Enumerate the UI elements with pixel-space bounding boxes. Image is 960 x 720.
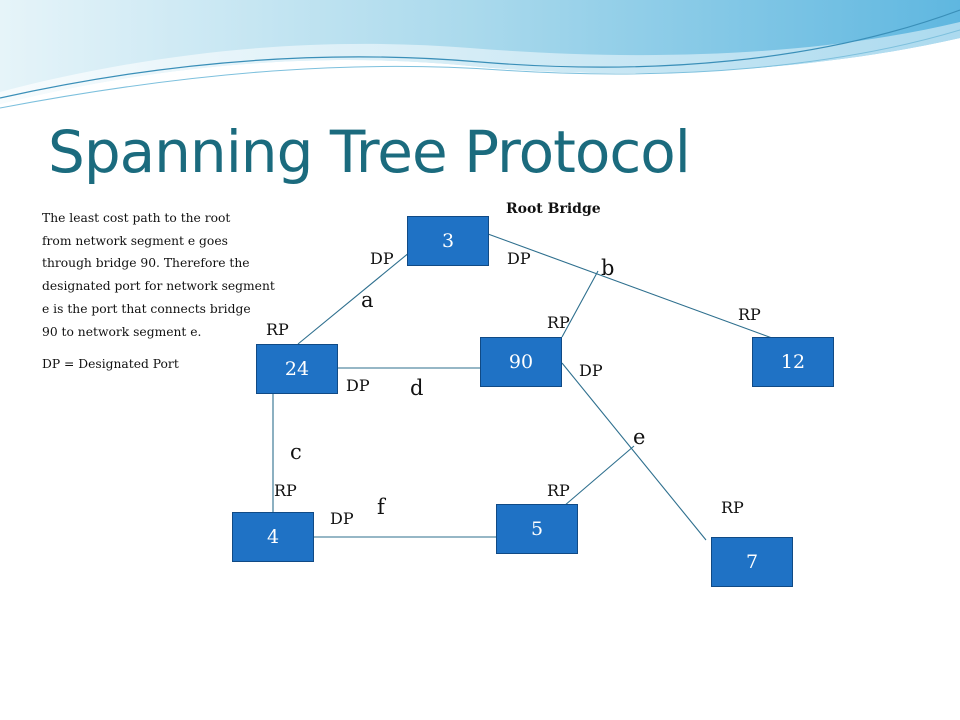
- port-label: RP: [721, 498, 744, 517]
- port-label: RP: [547, 481, 570, 500]
- description-line: 90 to network segment e.: [42, 324, 202, 339]
- port-label: DP: [507, 249, 531, 268]
- link-90-7: [561, 362, 707, 541]
- description-line: through bridge 90. Therefore the: [42, 256, 250, 271]
- link-3-12: [487, 233, 773, 339]
- segment-label-e: e: [633, 425, 646, 449]
- bridge-24[interactable]: 24: [256, 344, 338, 394]
- link-junction-e-5: [563, 445, 635, 507]
- header-wave-decoration: [0, 0, 960, 109]
- bridge-90[interactable]: 90: [480, 337, 562, 387]
- description: The least cost path to the root from net…: [42, 207, 312, 376]
- link-24-3: [297, 251, 411, 345]
- segment-label-b: b: [601, 256, 615, 280]
- page-title: Spanning Tree Protocol: [48, 118, 691, 186]
- port-label: RP: [738, 305, 761, 324]
- bridge-12[interactable]: 12: [752, 337, 834, 387]
- bridge-4[interactable]: 4: [232, 512, 314, 562]
- port-label: DP: [330, 509, 354, 528]
- description-line: designated port for network segment: [42, 279, 275, 294]
- description-line: from network segment e goes: [42, 233, 228, 248]
- port-label: RP: [547, 313, 570, 332]
- bridge-3[interactable]: 3: [407, 216, 489, 266]
- port-label: RP: [274, 481, 297, 500]
- bridge-5[interactable]: 5: [496, 504, 578, 554]
- segment-label-a: a: [361, 288, 374, 312]
- segment-label-d: d: [410, 376, 424, 400]
- bridge-7[interactable]: 7: [711, 537, 793, 587]
- port-label: DP: [370, 249, 394, 268]
- port-label: RP: [266, 320, 289, 339]
- description-line: e is the port that connects bridge: [42, 301, 251, 316]
- port-label: DP: [579, 361, 603, 380]
- root-bridge-label: Root Bridge: [506, 201, 601, 217]
- link-90-junction-b: [561, 270, 599, 338]
- description-line: The least cost path to the root: [42, 211, 231, 225]
- port-label: DP: [346, 376, 370, 395]
- legend-text: DP = Designated Port: [42, 357, 179, 372]
- segment-label-f: f: [377, 495, 385, 519]
- segment-label-c: c: [290, 440, 302, 464]
